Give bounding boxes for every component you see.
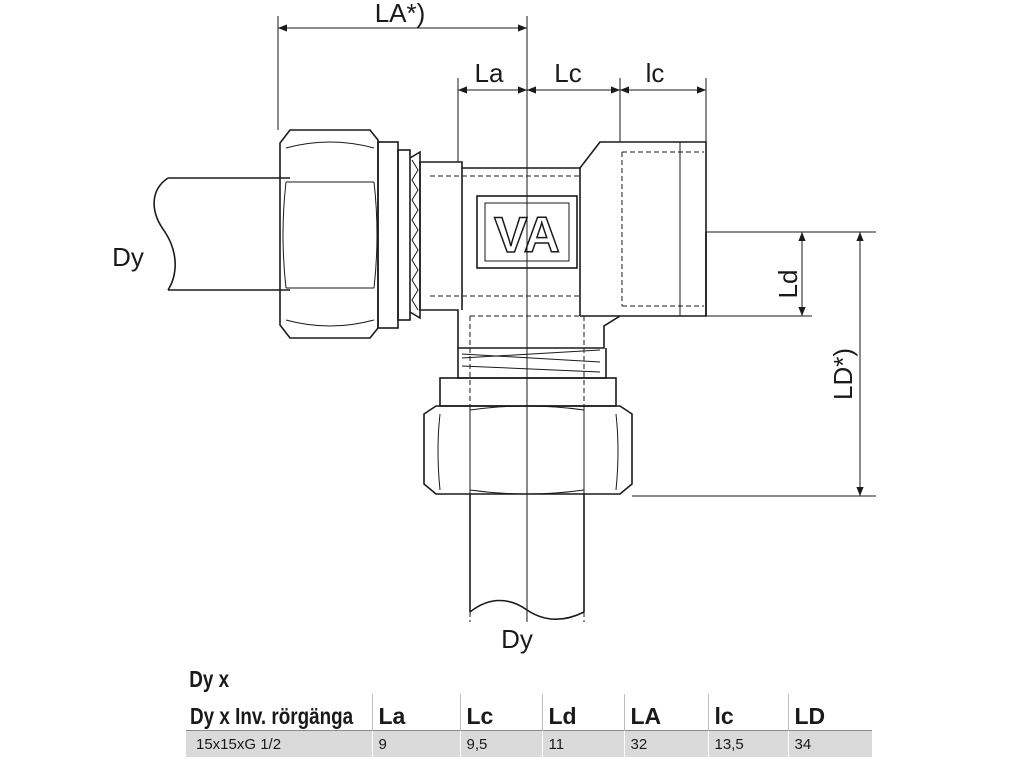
bottom-hex-nut (423, 405, 633, 495)
left-hex-nut (279, 129, 421, 339)
cell-La: 9 (371, 730, 460, 757)
cell-lc: 13,5 (707, 730, 788, 757)
col-header-LA: LA (623, 694, 708, 731)
dimension-LA: LA*) (277, 0, 527, 130)
cell-LA: 32 (623, 730, 708, 757)
left-pipe (153, 177, 290, 291)
dimension-La-Lc-lc: La Lc lc (457, 58, 707, 162)
dimension-Ld: Ld (706, 232, 812, 317)
label-LA: LA*) (375, 0, 426, 28)
label-Ld: Ld (773, 270, 803, 299)
spec-header-line1: Dy x (189, 666, 230, 692)
dimension-LD: LD*) (632, 231, 876, 497)
table-row: 15x15xG 1/2 9 9,5 11 32 13,5 34 (186, 730, 872, 757)
label-Dy-bottom: Dy (501, 624, 533, 654)
col-header-LD: LD (787, 694, 872, 731)
spec-table: Dy x Inv. rörgänga La Lc Ld LA lc LD 15x… (186, 694, 872, 757)
spec-table-header-row: Dy x Inv. rörgänga La Lc Ld LA lc LD (186, 694, 872, 731)
label-LD: LD*) (828, 348, 858, 400)
col-header-Ld: Ld (541, 694, 624, 731)
spec-table-block: Dy x Dy x Inv. rörgänga La Lc Ld LA lc L… (186, 664, 872, 757)
cell-LD: 34 (787, 730, 872, 757)
label-Dy-left: Dy (112, 242, 144, 272)
tee-body (419, 141, 806, 622)
col-header-Lc: Lc (459, 694, 542, 731)
bottom-thread (439, 348, 617, 407)
label-La: La (475, 58, 504, 88)
col-header-size: Dy x Inv. rörgänga (190, 703, 354, 729)
col-header-La: La (371, 694, 460, 731)
cell-size: 15x15xG 1/2 (186, 730, 372, 757)
label-Lc: Lc (554, 58, 581, 88)
fitting-technical-drawing: VA LA*) La Lc lc (112, 0, 876, 654)
cell-Lc: 9,5 (459, 730, 542, 757)
col-header-lc: lc (707, 694, 788, 731)
label-lc: lc (646, 58, 665, 88)
cell-Ld: 11 (541, 730, 624, 757)
